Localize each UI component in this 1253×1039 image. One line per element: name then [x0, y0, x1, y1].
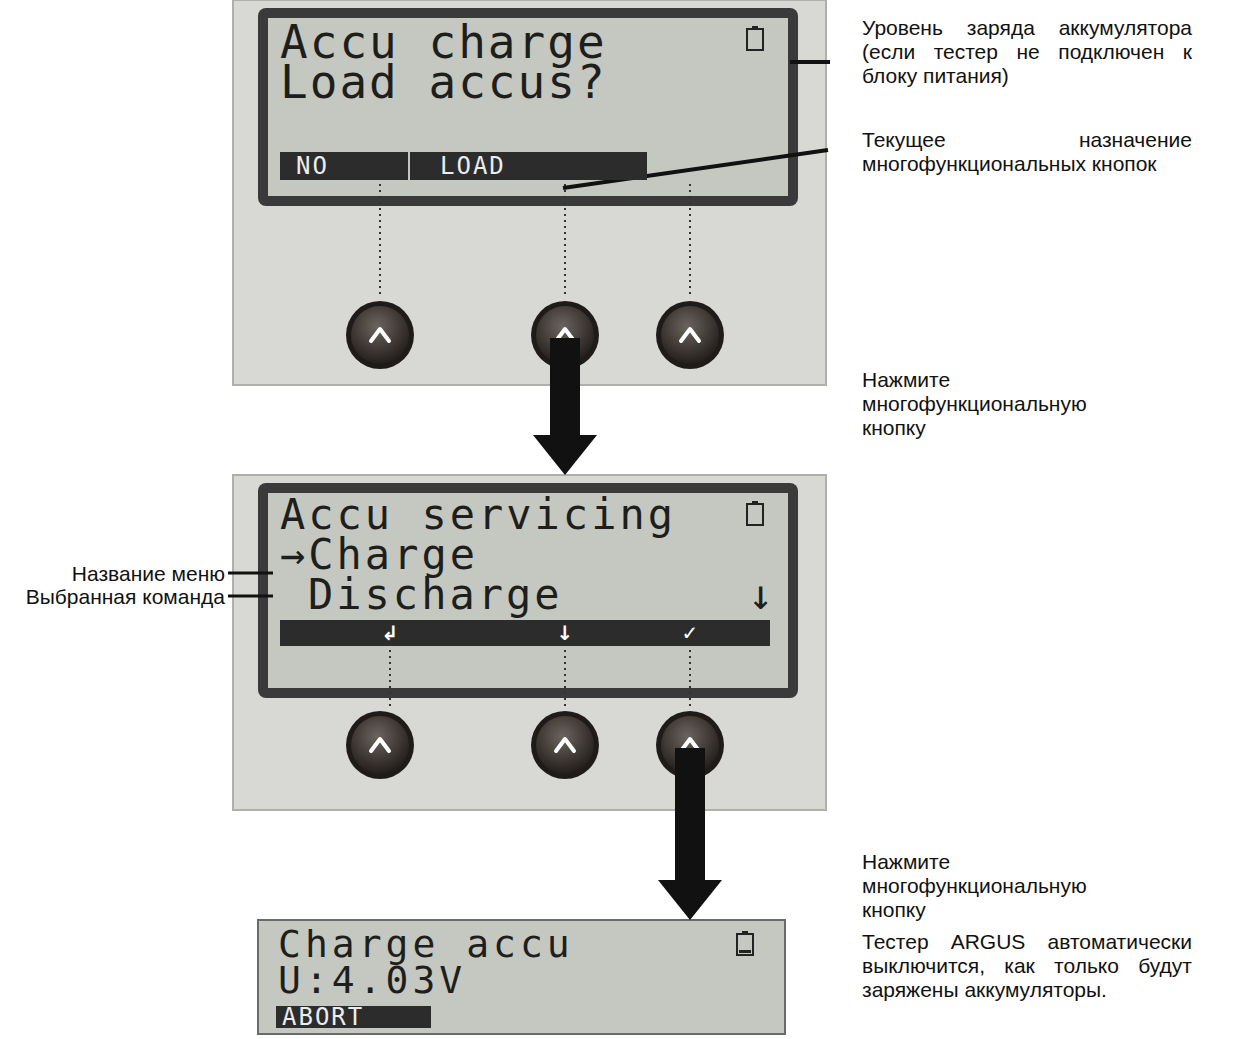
- softkey-icon: ↲: [382, 620, 399, 646]
- battery-icon: [747, 504, 763, 525]
- device-housing: [268, 493, 788, 688]
- function-button: [661, 306, 719, 364]
- arrow-shaft: [675, 748, 705, 811]
- device-panel: Accu chargeLoad accus? NO LOAD: [233, 0, 826, 385]
- battery-icon: [752, 501, 758, 504]
- device-housing: [258, 483, 798, 698]
- battery-icon: [747, 501, 763, 525]
- callout-text: Нажмите многофункциональную кнопку: [862, 850, 1151, 922]
- function-button: [536, 716, 594, 774]
- callout-text: Уровень заряда аккумулятора (если тестер…: [862, 16, 1192, 88]
- dotted-guide: [390, 650, 690, 708]
- leader-line: [790, 60, 830, 64]
- callout-text: Тестер ARGUS автоматически выключится, к…: [862, 930, 1192, 1002]
- function-button: [346, 301, 414, 369]
- battery-icon: [737, 934, 753, 955]
- function-button: [351, 716, 409, 774]
- lcd-line: Charge accu: [278, 926, 574, 963]
- flow-arrow: [533, 385, 597, 475]
- lcd-screen: Charge accuU:4.03V ABORT: [258, 920, 785, 1034]
- function-button: [531, 711, 599, 779]
- function-button: [351, 306, 409, 364]
- dotted-guide: [564, 650, 566, 708]
- function-button: [346, 711, 414, 779]
- device-panel: Accu servicing→ChargeDischarge ↓ ↲ ↓ ✓: [233, 475, 826, 810]
- softkey-icon: ↓: [557, 620, 574, 646]
- battery-icon: [747, 29, 763, 50]
- device-housing: [233, 475, 826, 810]
- function-button: [681, 329, 699, 341]
- callout-text: Название меню: [10, 562, 225, 586]
- flow-arrow: [658, 810, 722, 920]
- device-housing: [233, 0, 826, 385]
- battery-icon: [739, 950, 751, 953]
- function-button: [371, 739, 389, 751]
- lcd-line: Accu charge: [280, 22, 607, 62]
- battery-icon: [737, 931, 753, 955]
- softkey-text: NO: [296, 152, 329, 180]
- function-button: [531, 711, 599, 779]
- function-button: [371, 329, 389, 341]
- dotted-guide: [564, 184, 566, 298]
- callout-text: Выбранная команда: [10, 585, 225, 609]
- leader-line: [228, 595, 273, 598]
- scroll-indicator: ↓: [748, 575, 776, 615]
- dotted-guide: [389, 650, 391, 708]
- menu-item: Discharge: [308, 575, 563, 615]
- function-button: [656, 301, 724, 369]
- lcd-line: U:4.03V: [278, 962, 466, 999]
- callout-text: Текущее назначение многофункциональных к…: [862, 128, 1192, 176]
- softkey-bar: ↲ ↓ ✓: [280, 620, 770, 646]
- function-button: [556, 739, 574, 751]
- device-housing: [233, 475, 826, 810]
- battery-icon: [742, 931, 748, 934]
- softkey-label: ABORT: [276, 1006, 431, 1028]
- menu-title: Accu servicing: [280, 495, 676, 535]
- function-button: [346, 301, 414, 369]
- softkey-icon: ✓: [682, 620, 699, 646]
- device-housing: [258, 8, 798, 206]
- dotted-guide: [379, 184, 381, 298]
- arrow-shaft: [550, 338, 580, 386]
- device-housing: [268, 18, 788, 196]
- softkey-text: ABORT: [282, 1003, 364, 1031]
- menu-item: →Charge: [280, 535, 478, 575]
- leader-line: [228, 573, 273, 596]
- function-button: [656, 301, 724, 369]
- softkey-label: NO: [280, 152, 408, 180]
- leader-line: [228, 572, 273, 575]
- softkey-text: LOAD: [440, 152, 506, 180]
- dotted-guide: [689, 650, 691, 708]
- callout-text: Нажмите многофункциональную кнопку: [862, 368, 1151, 440]
- softkey-label: LOAD: [410, 152, 647, 180]
- dotted-guide: [380, 184, 690, 298]
- lcd-line: Load accus?: [280, 62, 607, 102]
- battery-icon: [747, 26, 763, 50]
- dotted-guide: [689, 184, 691, 298]
- lcd-screen: [258, 920, 785, 1034]
- battery-icon: [752, 26, 758, 29]
- function-button: [346, 711, 414, 779]
- device-housing: [233, 0, 826, 385]
